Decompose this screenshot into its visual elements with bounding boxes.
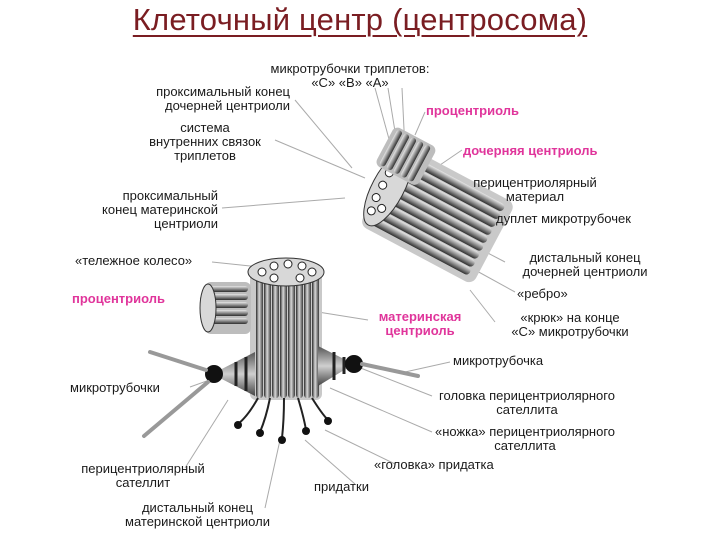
label-line: дочерней центриоли xyxy=(505,265,665,279)
label-rib: «ребро» xyxy=(517,287,568,301)
label-line: центриоль xyxy=(360,324,480,338)
label-microtubule-doublet: дуплет микротрубочек xyxy=(496,212,631,226)
label-line: «крюк» на конце xyxy=(495,311,645,325)
label-proximal-end-daughter: проксимальный конец дочерней центриоли xyxy=(110,85,290,113)
label-line: перицентриолярный xyxy=(68,462,218,476)
label-line: перицентриолярный xyxy=(455,176,615,190)
label-line: конец материнской xyxy=(60,203,218,217)
label-daughter-centriole: дочерняя центриоль xyxy=(463,144,597,158)
label-line: триплетов xyxy=(135,149,275,163)
label-line: материал xyxy=(455,190,615,204)
label-line: сателлита xyxy=(432,403,622,417)
label-line: «С» микротрубочки xyxy=(495,325,645,339)
label-line: система xyxy=(135,121,275,135)
label-mother-centriole: материнская центриоль xyxy=(360,310,480,338)
label-line: проксимальный xyxy=(60,189,218,203)
label-hook-c-microtubule: «крюк» на конце «С» микротрубочки xyxy=(495,311,645,339)
label-line: сателлит xyxy=(68,476,218,490)
label-procentriole-top: процентриоль xyxy=(426,104,519,118)
label-cartwheel: «тележное колесо» xyxy=(75,254,192,268)
label-distal-end-daughter: дистальный конец дочерней центриоли xyxy=(505,251,665,279)
label-appendage-head: «головка» придатка xyxy=(374,458,494,472)
label-procentriole-left: процентриоль xyxy=(72,292,165,306)
mother-centriole xyxy=(248,258,324,400)
label-satellite-head: головка перицентриолярного сателлита xyxy=(432,389,622,417)
label-proximal-end-mother: проксимальный конец материнской центриол… xyxy=(60,189,218,231)
label-distal-end-mother: дистальный конец материнской центриоли xyxy=(110,501,285,529)
procentriole-left xyxy=(200,282,251,334)
label-line: внутренних связок xyxy=(135,135,275,149)
label-line: материнская xyxy=(360,310,480,324)
label-line: проксимальный конец xyxy=(110,85,290,99)
label-pericentriolar-material: перицентриолярный материал xyxy=(455,176,615,204)
pericentriolar-satellite-right xyxy=(318,346,418,386)
label-line: «ножка» перицентриолярного xyxy=(425,425,625,439)
label-internal-links-system: система внутренних связок триплетов xyxy=(135,121,275,163)
label-satellite-leg: «ножка» перицентриолярного сателлита xyxy=(425,425,625,453)
label-pericentriolar-satellite: перицентриолярный сателлит xyxy=(68,462,218,490)
label-appendages: придатки xyxy=(314,480,369,494)
label-line: дочерней центриоли xyxy=(110,99,290,113)
label-microtubules: микротрубочки xyxy=(70,381,160,395)
label-microtubule: микротрубочка xyxy=(453,354,543,368)
label-line: материнской центриоли xyxy=(110,515,285,529)
label-line: дистальный конец xyxy=(505,251,665,265)
label-line: сателлита xyxy=(425,439,625,453)
label-line: центриоли xyxy=(60,217,218,231)
appendages xyxy=(238,398,328,438)
label-line: дистальный конец xyxy=(110,501,285,515)
label-line: головка перицентриолярного xyxy=(432,389,622,403)
label-line: микротрубочки триплетов: xyxy=(245,62,455,76)
